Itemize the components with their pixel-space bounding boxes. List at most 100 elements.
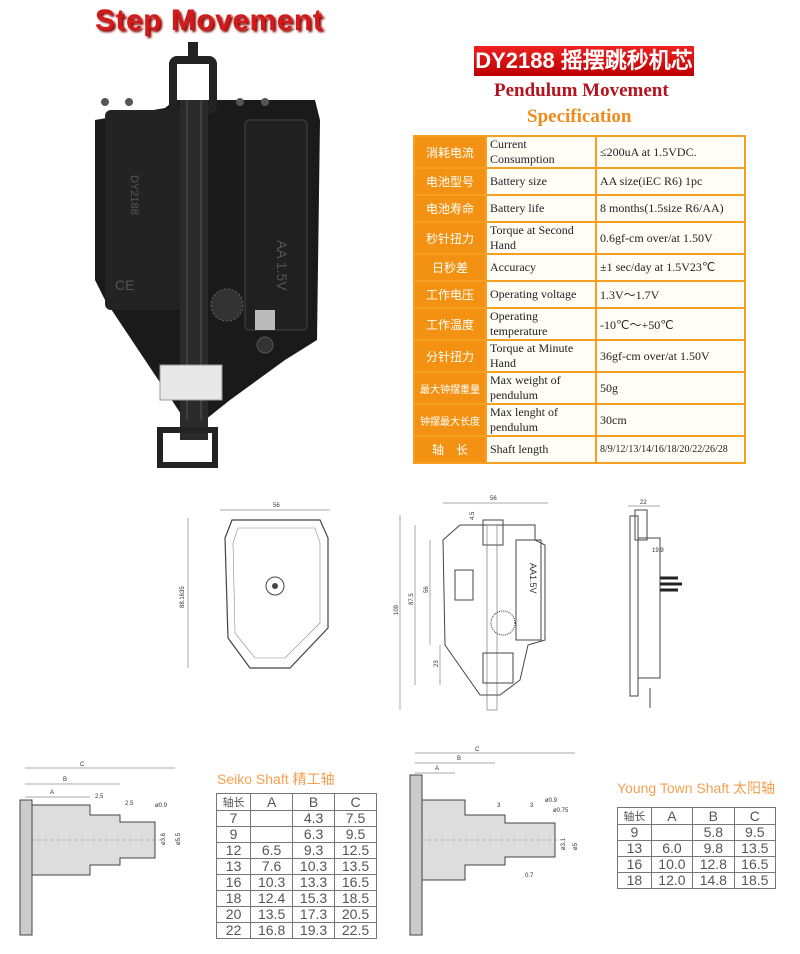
column-header: A [250, 793, 294, 811]
table-cell: 6.5 [250, 842, 294, 859]
column-header: C [334, 793, 377, 811]
dim-label: ø3.1 [561, 837, 567, 850]
column-header: C [733, 807, 777, 825]
dim-label: 19.9 [652, 548, 664, 554]
spec-label-cn: 分针扭力 [413, 339, 487, 373]
dim-label: 56 [490, 496, 497, 502]
dim-label: B [63, 777, 67, 783]
spec-label-en: Operating voltage [485, 280, 597, 309]
spec-value: ≤200uA at 1.5VDC. [595, 135, 746, 169]
table-cell: 7.6 [250, 858, 294, 875]
ce-mark: CE [115, 277, 134, 293]
spec-label-en: Max weight of pendulum [485, 371, 597, 405]
movement-photo: AA 1.5V DY2188 CE [95, 42, 320, 468]
table-cell: 13.5 [733, 840, 777, 857]
table-cell: 16 [617, 856, 652, 873]
dim-label: 22 [640, 500, 647, 506]
column-header: 轴长 [617, 807, 652, 825]
table-cell: 20 [215, 906, 252, 923]
spec-label-en: Current Consumption [485, 135, 597, 169]
table-cell: 20.5 [334, 906, 377, 923]
table-cell [250, 826, 294, 843]
table-cell: 15.3 [292, 890, 336, 907]
table-cell: 5.8 [692, 824, 735, 841]
battery-label: AA1.5V [528, 563, 538, 594]
dim-label: ø3.6 [161, 832, 167, 845]
spec-label-cn: 工作电压 [413, 280, 487, 309]
dim-label: 0.7 [525, 873, 534, 879]
dim-label: B [457, 756, 461, 762]
spec-value: ±1 sec/day at 1.5V23℃ [595, 253, 746, 282]
table-cell: 12.4 [250, 890, 294, 907]
dim-label: A [435, 766, 439, 772]
table-cell: 7 [215, 810, 252, 827]
front-view-drawing: 56 4.5 109 87.5 56 23 AA1.5V [394, 496, 548, 711]
spec-label-cn: 日秒差 [413, 253, 487, 282]
spec-value: -10℃～+50℃ [595, 307, 746, 341]
table-cell: 13.5 [334, 858, 377, 875]
table-cell: 13.5 [250, 906, 294, 923]
dim-label: C [80, 762, 85, 768]
spec-label-en: Accuracy [485, 253, 597, 282]
spec-label-en: Max lenght of pendulum [485, 403, 597, 437]
youngtown-shaft-drawing: C B A 3 3 ø0.9 ø0.75 ø3.1 ø5 0.7 [409, 747, 579, 936]
dim-label: 4.5 [470, 511, 476, 520]
column-header: 轴长 [215, 793, 252, 811]
table-cell: 16.8 [250, 922, 294, 939]
spec-label-en: Torque at Minute Hand [485, 339, 597, 373]
table-cell: 22.5 [334, 922, 377, 939]
brand-mark: DY2188 [128, 175, 140, 215]
spec-label-cn: 秒针扭力 [413, 221, 487, 255]
subtitle: Pendulum Movement [494, 80, 669, 101]
column-header: B [292, 793, 336, 811]
table-cell: 13.3 [292, 874, 336, 891]
dim-label: ø0.75 [553, 808, 569, 814]
spec-label-cn: 电池型号 [413, 167, 487, 196]
page-title: Step Movement [95, 4, 324, 37]
dim-label: A [50, 790, 54, 796]
table-cell: 9.8 [692, 840, 735, 857]
dim-label: C [475, 747, 480, 753]
spec-value: 50g [595, 371, 746, 405]
dim-label: 23 [434, 660, 440, 667]
spec-label-en: Torque at Second Hand [485, 221, 597, 255]
spec-value: 8 months(1.5size R6/AA) [595, 194, 746, 223]
spec-label-en: Operating temperature [485, 307, 597, 341]
spec-label-cn: 钟摆最大长度 [413, 403, 487, 437]
table-cell: 6.3 [292, 826, 336, 843]
side-view-drawing: 22 19.9 [628, 500, 682, 708]
table-cell [650, 824, 694, 841]
dim-label: 88.1635 [180, 586, 186, 608]
table-cell: 10.0 [650, 856, 694, 873]
table-cell: 9.3 [292, 842, 336, 859]
dim-label: 109 [394, 604, 400, 615]
dim-label: 2.5 [125, 801, 134, 807]
table-cell: 16.5 [733, 856, 777, 873]
table-cell: 7.5 [334, 810, 377, 827]
table-cell: 9.5 [733, 824, 777, 841]
spec-heading: Specification [527, 106, 632, 127]
dim-label: 2.5 [95, 794, 104, 800]
spec-label-cn: 消耗电流 [413, 135, 487, 169]
table-cell: 18.5 [334, 890, 377, 907]
